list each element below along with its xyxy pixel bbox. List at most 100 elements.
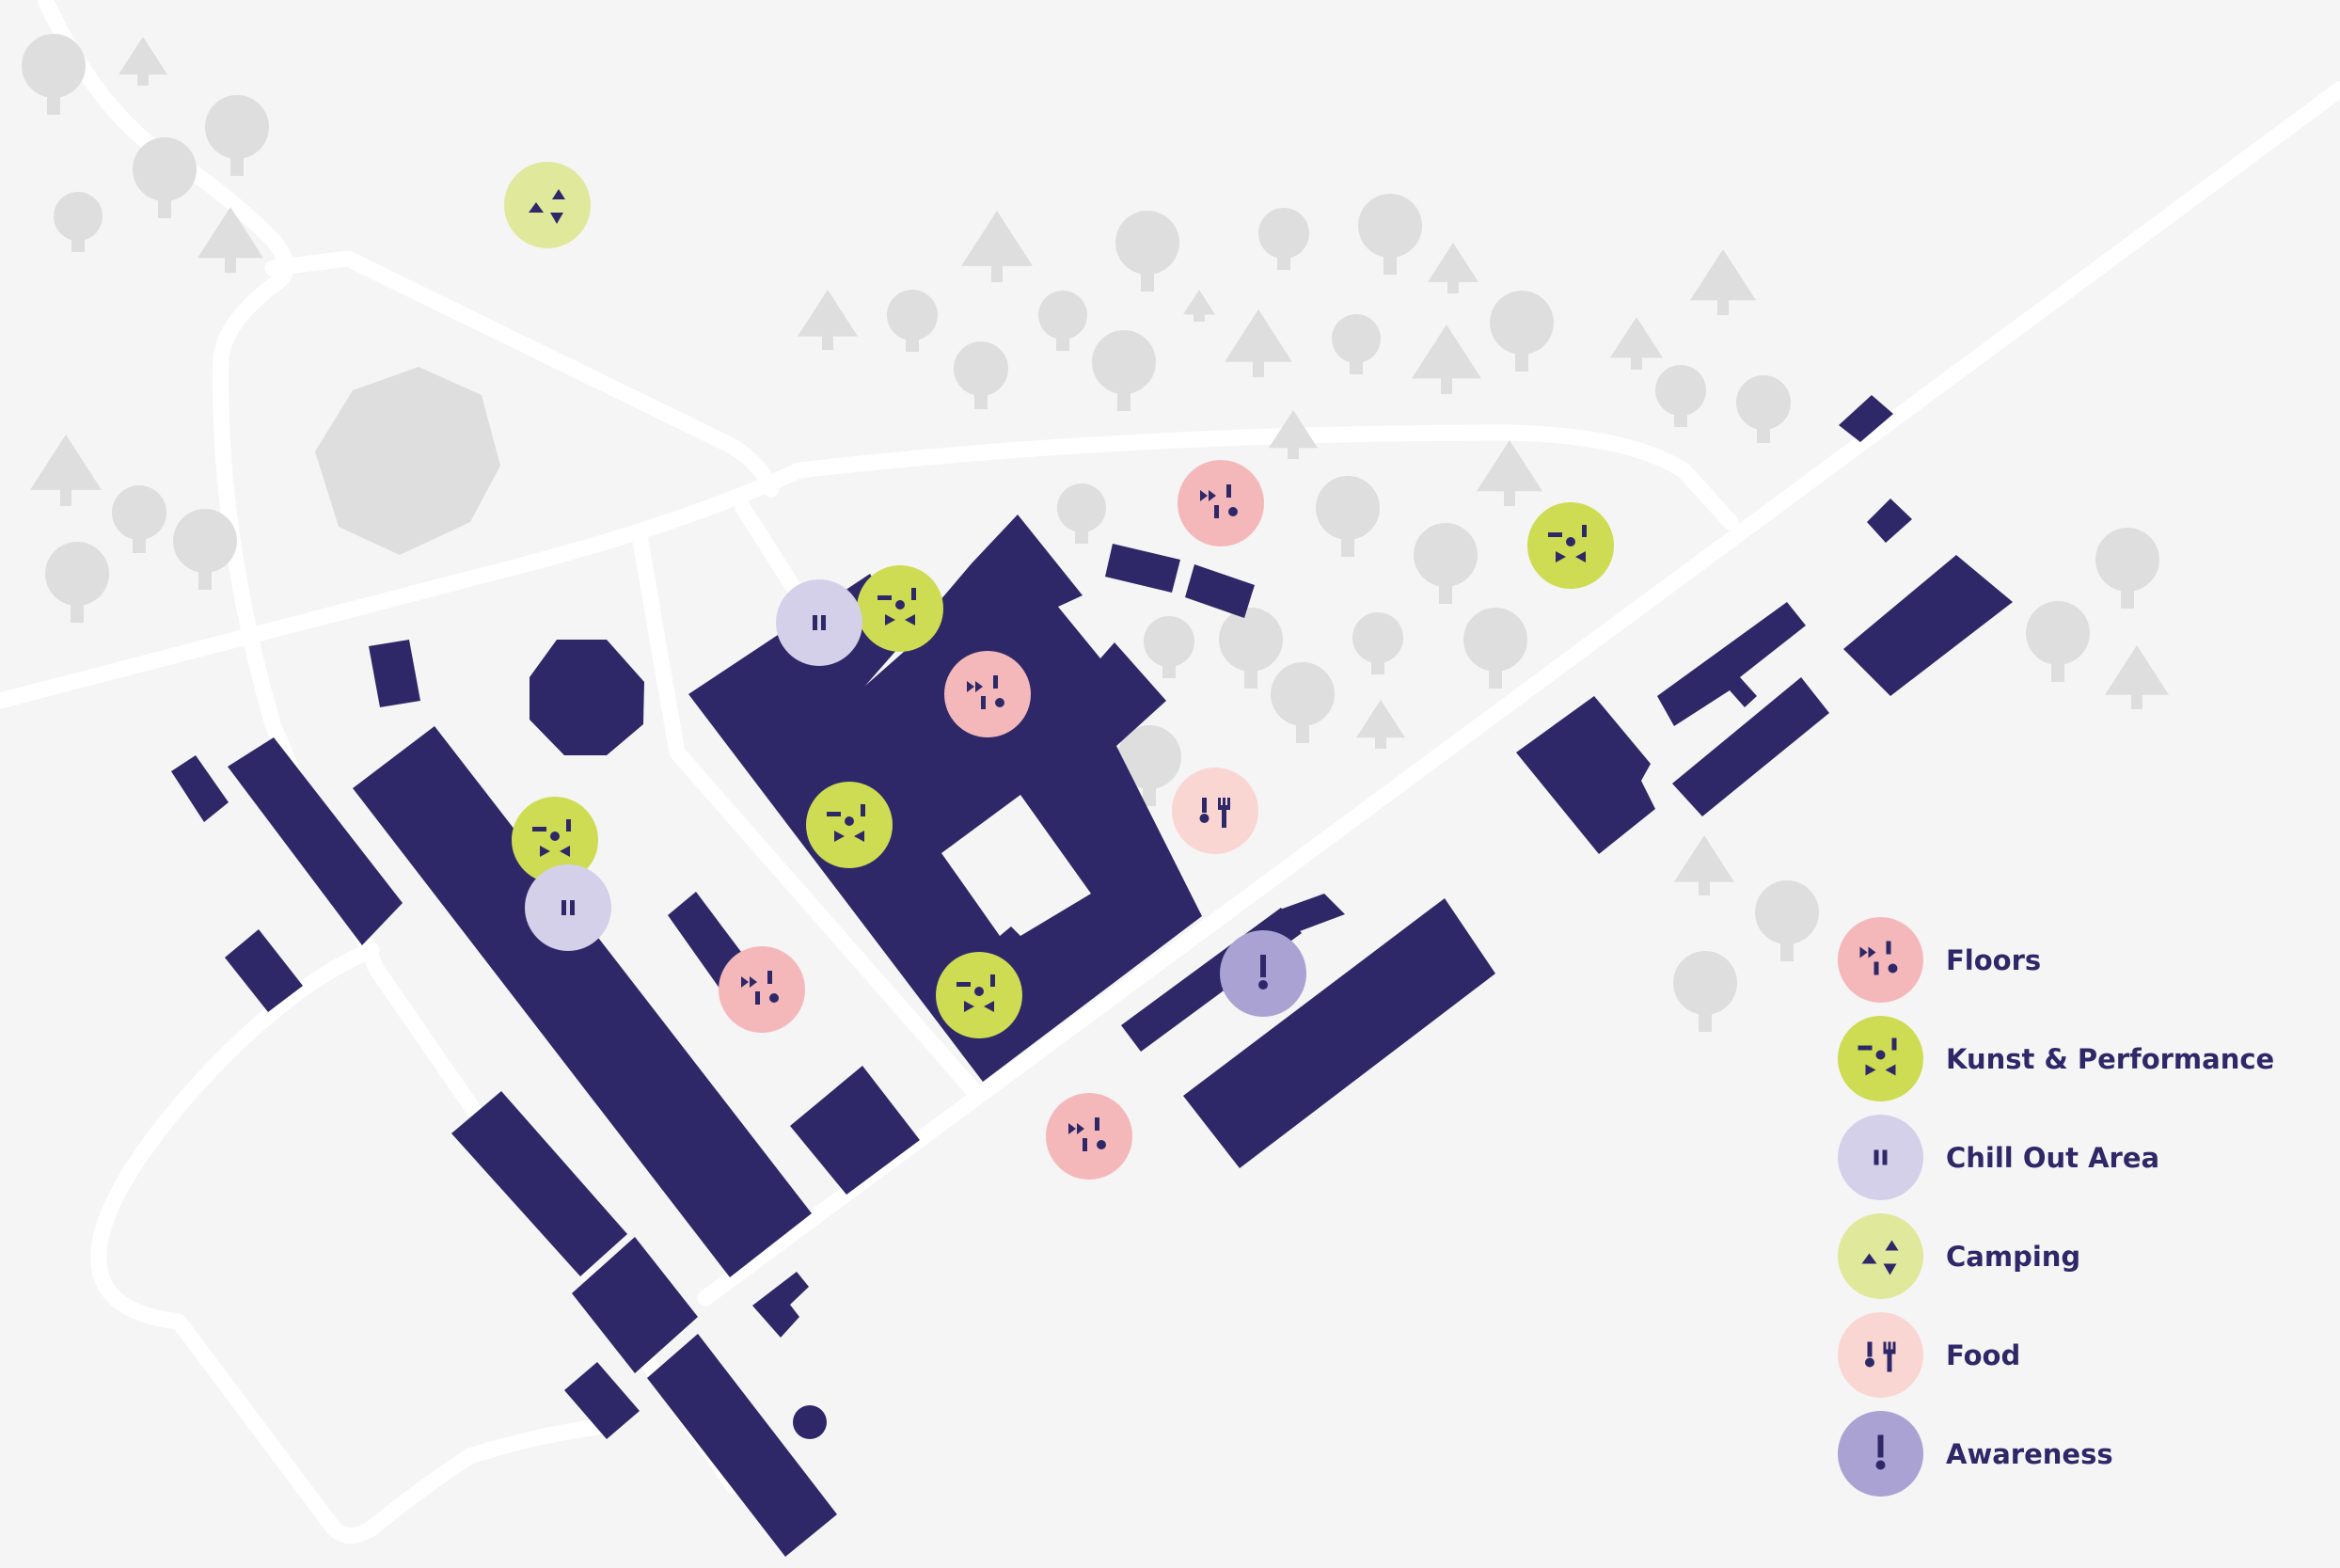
round-tree-icon bbox=[1316, 476, 1380, 557]
kunst-performance-icon bbox=[532, 819, 571, 857]
legend-item-awareness: Awareness bbox=[1838, 1411, 2327, 1497]
building bbox=[1657, 602, 1806, 726]
building bbox=[790, 1066, 920, 1195]
pine-tree-icon bbox=[1183, 290, 1215, 322]
marker-kunst[interactable] bbox=[1527, 502, 1614, 589]
marker-awareness[interactable] bbox=[1220, 930, 1306, 1017]
food-fork-icon bbox=[1865, 1341, 1896, 1372]
marker-floors[interactable] bbox=[944, 651, 1031, 737]
round-tree-icon bbox=[1673, 951, 1737, 1032]
round-tree-icon bbox=[1117, 725, 1181, 806]
kunst-performance-icon bbox=[957, 974, 995, 1012]
round-tree-icon bbox=[2026, 601, 2090, 682]
round-tree-icon bbox=[1332, 314, 1381, 374]
round-tree-icon bbox=[1755, 880, 1819, 961]
marker-floors[interactable] bbox=[719, 946, 805, 1033]
round-tree-icon bbox=[45, 542, 109, 623]
marker-floors[interactable] bbox=[1178, 460, 1264, 546]
road bbox=[0, 424, 1739, 709]
round-tree-icon bbox=[1057, 483, 1106, 544]
legend-item-food: Food bbox=[1838, 1312, 2327, 1398]
legend-item-camping: Camping bbox=[1838, 1213, 2327, 1299]
chill-out-pause-icon bbox=[1874, 1149, 1888, 1165]
building bbox=[530, 640, 644, 755]
building bbox=[353, 726, 812, 1277]
pine-tree-icon bbox=[1674, 835, 1734, 895]
building bbox=[1277, 894, 1345, 931]
round-tree-icon bbox=[1490, 291, 1554, 372]
building bbox=[564, 1362, 640, 1439]
floors-icon bbox=[1200, 484, 1238, 518]
trees-layer bbox=[22, 34, 2169, 1032]
road bbox=[90, 942, 620, 1544]
building bbox=[1183, 898, 1495, 1168]
marker-chill[interactable] bbox=[776, 579, 862, 666]
kunst-performance-icon bbox=[1858, 1037, 1897, 1076]
kunst-performance-icon bbox=[1548, 525, 1587, 562]
round-tree-icon bbox=[1115, 211, 1179, 292]
legend-swatch bbox=[1838, 1213, 1923, 1299]
legend-swatch bbox=[1838, 1312, 1923, 1398]
legend-swatch bbox=[1838, 917, 1923, 1003]
marker-kunst[interactable] bbox=[806, 782, 893, 868]
legend-item-floors: Floors bbox=[1838, 917, 2327, 1003]
round-tree-icon bbox=[1414, 523, 1478, 604]
camping-tents-icon bbox=[1861, 1240, 1899, 1275]
round-tree-icon bbox=[1219, 608, 1283, 689]
marker-chill[interactable] bbox=[525, 864, 611, 951]
pine-tree-icon bbox=[1412, 325, 1481, 394]
round-tree-icon bbox=[22, 34, 86, 115]
pine-tree-icon bbox=[2105, 645, 2169, 709]
pine-tree-icon bbox=[119, 37, 167, 86]
marker-floors[interactable] bbox=[1046, 1093, 1132, 1180]
legend-label: Kunst & Performance bbox=[1946, 1042, 2275, 1075]
building bbox=[369, 640, 420, 707]
legend-label: Camping bbox=[1946, 1240, 2081, 1273]
legend-swatch bbox=[1838, 1115, 1923, 1200]
pine-tree-icon bbox=[1428, 243, 1478, 293]
round-tree-icon bbox=[112, 485, 166, 553]
round-tree-icon bbox=[1358, 194, 1422, 275]
markers-layer bbox=[504, 162, 1614, 1180]
pine-tree-icon bbox=[1690, 249, 1756, 315]
legend-swatch bbox=[1838, 1016, 1923, 1101]
awareness-exclamation-icon bbox=[1875, 1434, 1886, 1470]
legend-label: Awareness bbox=[1946, 1437, 2113, 1470]
food-fork-icon bbox=[1199, 798, 1230, 828]
legend-label: Chill Out Area bbox=[1946, 1141, 2160, 1174]
building bbox=[1843, 555, 2013, 696]
building bbox=[793, 1405, 827, 1439]
building bbox=[647, 1334, 837, 1557]
building bbox=[1185, 564, 1255, 618]
building bbox=[171, 755, 229, 822]
marker-camping[interactable] bbox=[504, 162, 591, 248]
round-tree-icon bbox=[887, 290, 938, 352]
round-tree-icon bbox=[1736, 375, 1791, 443]
road bbox=[631, 528, 987, 1104]
marker-kunst[interactable] bbox=[857, 565, 943, 652]
building bbox=[1839, 395, 1893, 442]
pine-tree-icon bbox=[961, 211, 1033, 282]
legend-item-chill: Chill Out Area bbox=[1838, 1115, 2327, 1200]
building bbox=[1516, 696, 1655, 854]
pine-tree-icon bbox=[1477, 440, 1542, 506]
round-tree-icon bbox=[1258, 208, 1309, 270]
building bbox=[1105, 544, 1180, 593]
chill-out-pause-icon bbox=[561, 900, 575, 915]
floors-icon bbox=[967, 675, 1004, 709]
marker-food[interactable] bbox=[1172, 768, 1258, 854]
floors-icon bbox=[741, 971, 779, 1005]
legend-item-kunst: Kunst & Performance bbox=[1838, 1016, 2327, 1101]
grey-octagon-plaza bbox=[315, 367, 500, 555]
marker-kunst[interactable] bbox=[936, 952, 1022, 1038]
round-tree-icon bbox=[1655, 365, 1706, 427]
round-tree-icon bbox=[1092, 330, 1156, 411]
building bbox=[225, 929, 303, 1012]
legend-label: Food bbox=[1946, 1338, 2021, 1371]
floors-icon bbox=[1068, 1117, 1106, 1151]
chill-out-pause-icon bbox=[813, 615, 826, 630]
marker-kunst[interactable] bbox=[512, 797, 598, 883]
pine-tree-icon bbox=[1269, 410, 1318, 459]
